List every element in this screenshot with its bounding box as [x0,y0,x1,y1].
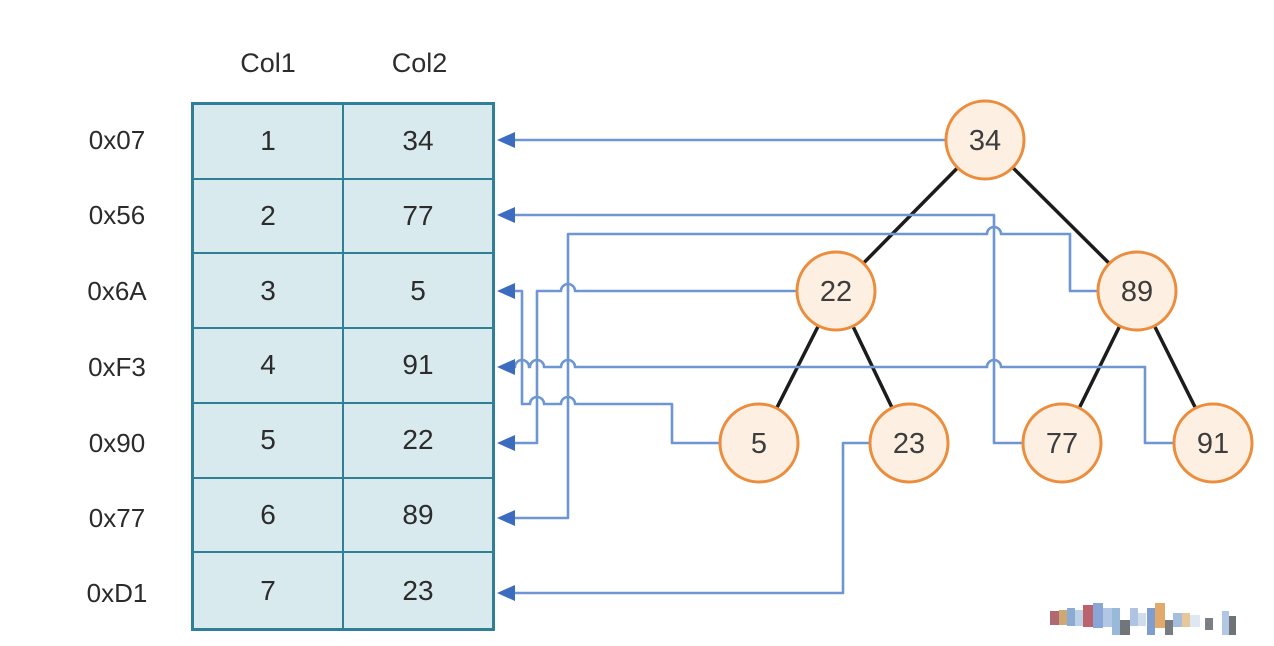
tree-node-value: 5 [751,428,767,460]
arrowheads [497,132,515,601]
tree-node: 91 [1172,402,1254,484]
arrowhead-icon [497,585,515,601]
table-cell: 34 [344,105,492,180]
tree-node: 34 [944,99,1026,181]
tree-node-value: 77 [1046,428,1078,460]
table-cell: 77 [344,180,492,255]
table-cell: 3 [194,254,344,330]
memory-address-label: 0x56 [88,200,146,230]
tree-node: 22 [795,250,877,332]
connector-line-5 [511,289,720,445]
arrowhead-icon [497,510,515,526]
tree-node-value: 23 [893,428,925,460]
connectors [511,138,1174,595]
memory-address-label: 0x07 [88,125,146,155]
table-cell: 89 [344,479,492,554]
arrowhead-icon [497,435,515,451]
table-cell: 23 [402,574,434,606]
memory-address-label: 0xD1 [86,578,148,608]
tree-node-circle [1172,402,1254,484]
table-cell: 6 [194,478,344,554]
connector-line-23 [511,441,870,595]
tree-node-value: 91 [1197,428,1229,460]
memory-address-label: 0x6A [87,276,147,306]
tree-node: 77 [1021,402,1103,484]
arrowhead-icon [497,283,515,299]
tree-node: 89 [1096,250,1178,332]
arrowhead-icon [497,359,515,375]
connector-line-22 [511,282,797,445]
table-cell: 1 [194,105,344,180]
memory-address-label: 0x90 [88,428,146,458]
table-cell: 2 [194,179,344,255]
memory-table: 1 34 2 77 3 5 4 91 5 22 6 89 7 23 [191,102,495,631]
connector-line-77 [511,213,1023,445]
table-cell: 4 [194,329,344,404]
col1-header: Col1 [240,48,296,78]
table-cell: 22 [344,404,492,479]
arrowhead-icon [497,132,515,148]
connector-line-91 [511,358,1174,445]
table-cell: 5 [194,403,344,479]
tree-node-circle [795,250,877,332]
table-cell: 7 [194,553,344,628]
tree-node-circle [944,99,1026,181]
table-cell: 91 [344,329,492,404]
tree-node: 23 [868,402,950,484]
tree-node-value: 22 [820,276,852,308]
tree-node-circle [1021,402,1103,484]
tree-node-circle [1096,250,1178,332]
tree-nodes: 34 22 89 5 23 77 [718,99,1254,484]
tree-node-circle [868,402,950,484]
tree-node-value: 34 [969,125,1001,157]
tree-node-value: 89 [1121,276,1153,308]
connector-line-89 [511,225,1098,520]
tree-node-circle [718,402,800,484]
arrowhead-icon [497,207,515,223]
tree-node: 5 [718,402,800,484]
memory-address-label: 0xF3 [88,352,146,382]
table-cell: 5 [344,254,492,330]
col2-header: Col2 [391,48,448,78]
memory-address-label: 0x77 [88,503,146,533]
